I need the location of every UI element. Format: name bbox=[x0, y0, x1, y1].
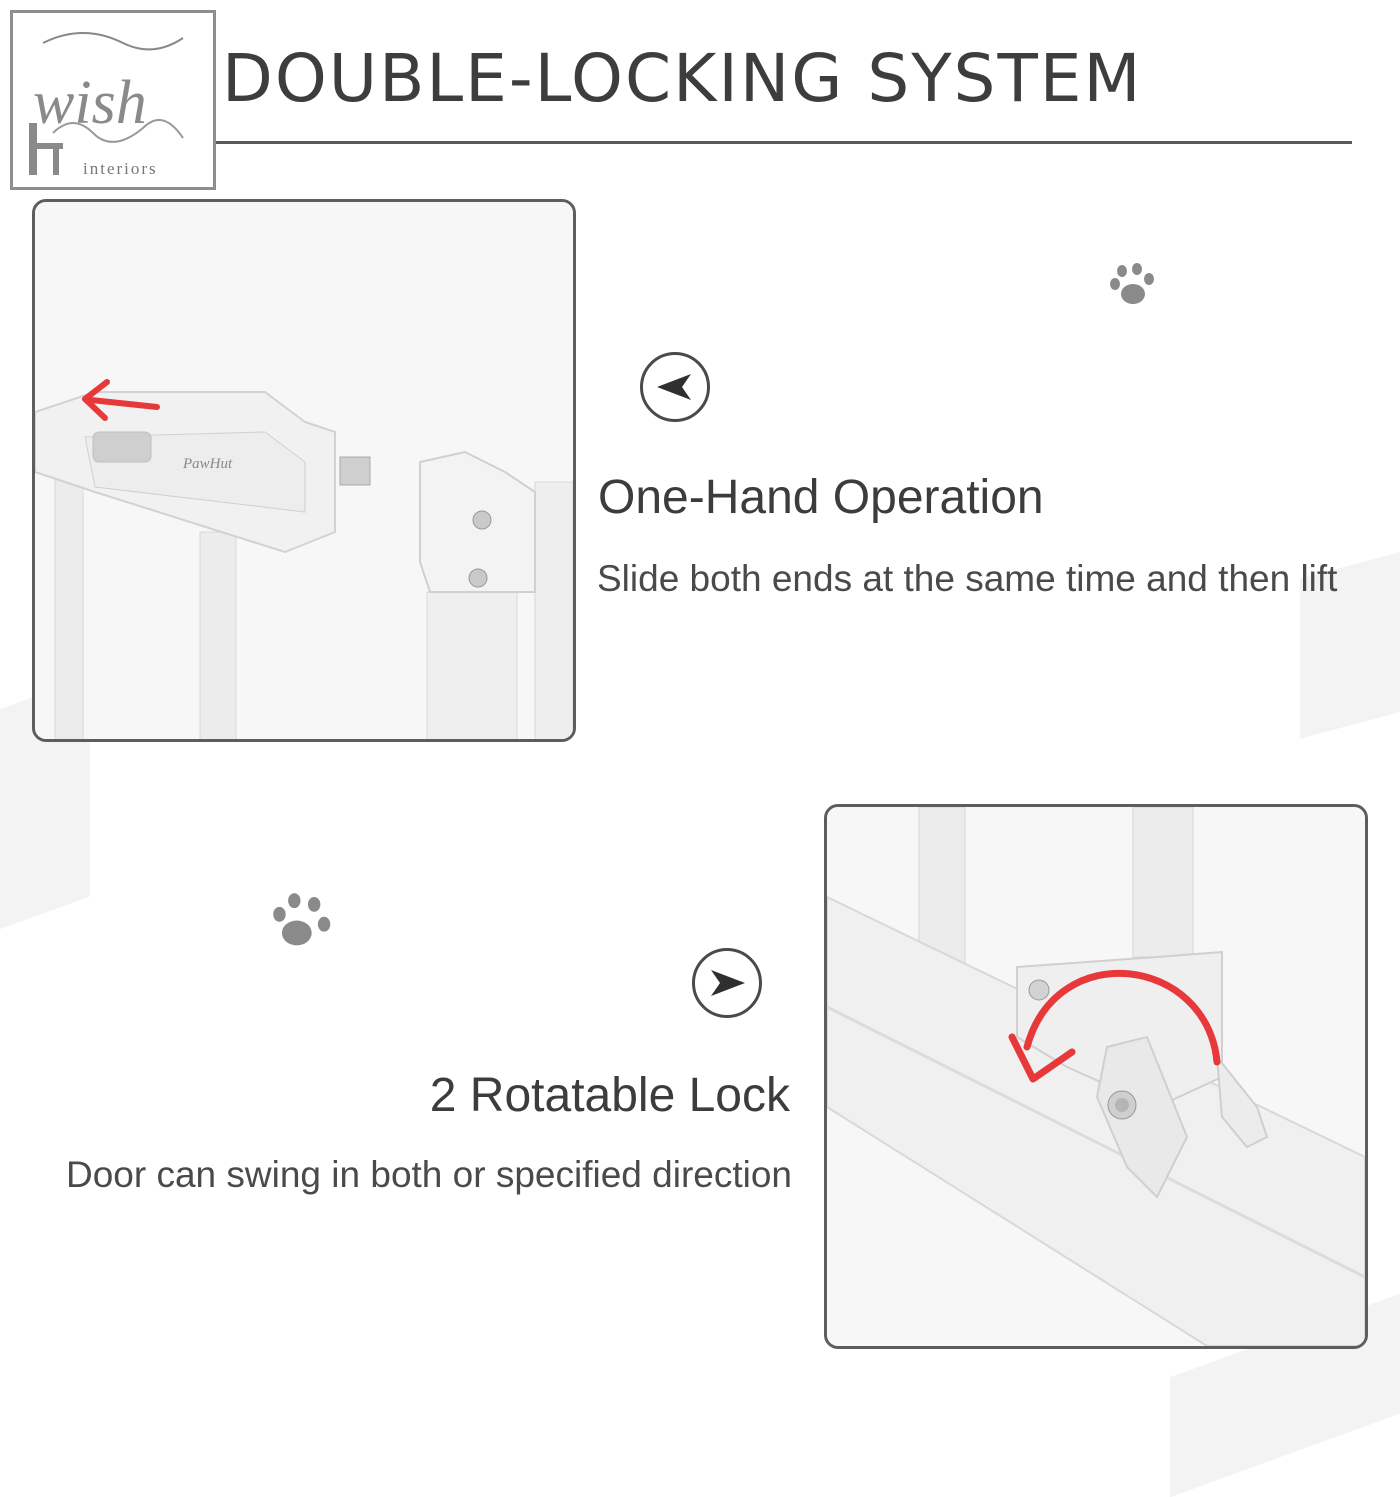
svg-text:wish: wish bbox=[33, 69, 147, 137]
brand-logo: wish interiors bbox=[10, 10, 216, 190]
feature-heading-one-hand: One-Hand Operation bbox=[598, 471, 1044, 524]
previous-arrow-button[interactable] bbox=[640, 352, 710, 422]
logo-subtitle: interiors bbox=[83, 159, 158, 178]
next-arrow-button[interactable] bbox=[692, 948, 762, 1018]
page-title: DOUBLE-LOCKING SYSTEM bbox=[222, 40, 1143, 117]
feature-heading-rotatable: 2 Rotatable Lock bbox=[429, 1069, 790, 1122]
arrow-left-icon bbox=[657, 374, 691, 400]
title-divider bbox=[216, 141, 1352, 144]
arrow-right-icon bbox=[711, 970, 745, 996]
paw-print-icon bbox=[1110, 263, 1154, 304]
product-brand-label: PawHut bbox=[182, 456, 233, 472]
product-photo-rotatable-lock bbox=[824, 804, 1368, 1349]
product-photo-one-hand: PawHut bbox=[32, 199, 576, 742]
feature-description-rotatable: Door can swing in both or specified dire… bbox=[66, 1154, 792, 1195]
feature-description-one-hand: Slide both ends at the same time and the… bbox=[597, 558, 1338, 599]
paw-print-icon bbox=[273, 893, 331, 946]
